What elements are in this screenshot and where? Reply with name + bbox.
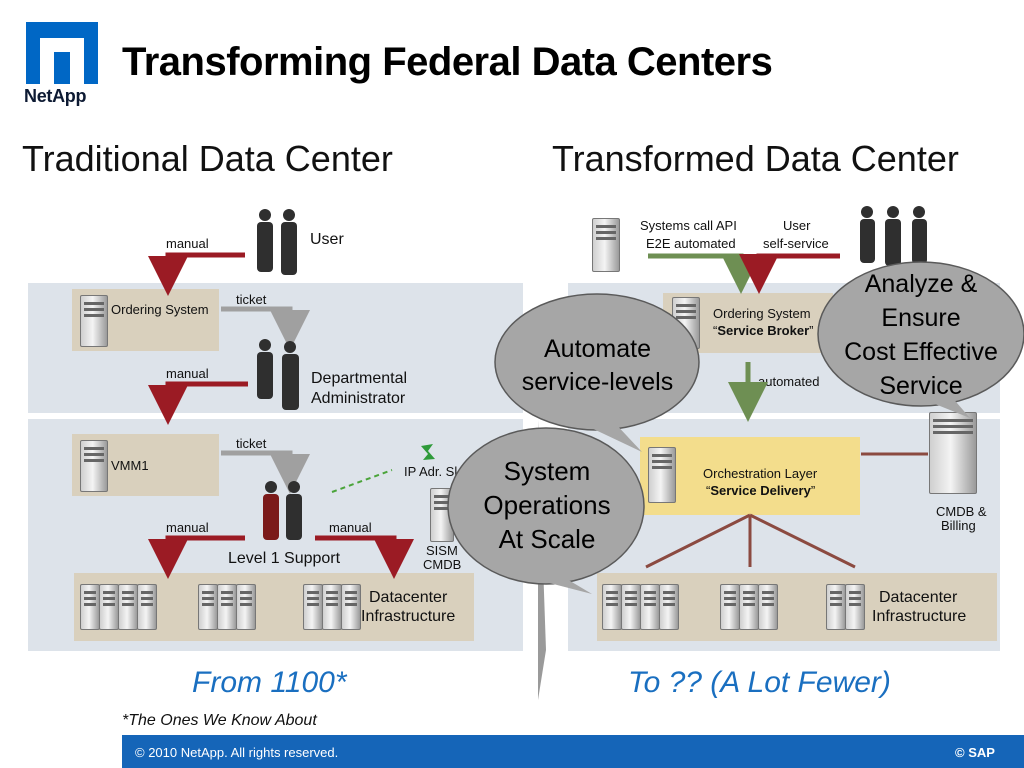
ticket-arrow — [221, 306, 310, 350]
manual-arrow — [148, 252, 245, 296]
support-people-icon — [263, 481, 302, 540]
analyze-bubble-text: Analyze & Ensure Cost Effective Service — [844, 270, 998, 400]
server-icon — [137, 584, 157, 630]
ticket-label: ticket — [236, 292, 267, 307]
datacenter-label-1: Datacenter — [879, 589, 958, 606]
dept-admin-label-2: Administrator — [311, 390, 406, 407]
copyright-text: © 2010 NetApp. All rights reserved. — [135, 745, 339, 760]
server-icon — [80, 295, 108, 347]
page-title: Transforming Federal Data Centers — [122, 40, 773, 84]
manual-label: manual — [166, 236, 209, 251]
right-heading: Transformed Data Center — [552, 138, 959, 179]
service-delivery-label: “Service Delivery” — [706, 483, 816, 498]
excel-icon — [421, 444, 435, 460]
manual-label: manual — [329, 520, 372, 535]
ordering-system-label: Ordering System — [111, 302, 209, 317]
system-operations-bubble — [447, 427, 645, 594]
diagram-overlay — [148, 206, 1024, 700]
analyze-bubble — [817, 261, 1024, 418]
vmm-label: VMM1 — [111, 458, 149, 473]
datacenter-label-2: Infrastructure — [872, 608, 967, 625]
server-icon — [845, 584, 865, 630]
api-server-icon — [592, 218, 620, 272]
ticket-arrow — [221, 450, 310, 494]
user-label: User — [310, 231, 344, 248]
datacenter-label-1: Datacenter — [369, 589, 448, 606]
automate-bubble-text: Automate service-levels — [521, 335, 674, 396]
footnote: *The Ones We Know About — [122, 712, 317, 729]
admin-people-icon — [257, 339, 299, 410]
cmdb-label-2: Billing — [941, 518, 976, 533]
server-icon — [80, 440, 108, 492]
cmdb-label-1: CMDB & — [936, 504, 987, 519]
server-icon — [341, 584, 361, 630]
server-icon — [236, 584, 256, 630]
level1-support-label: Level 1 Support — [228, 550, 341, 567]
api-label-2: E2E automated — [646, 236, 736, 251]
footer-bar — [122, 735, 1024, 768]
self-service-arrow — [739, 253, 840, 294]
ticket-label: ticket — [236, 436, 267, 451]
ordering-system-label: Ordering System — [713, 306, 811, 321]
dept-admin-label-1: Departmental — [311, 370, 408, 387]
left-heading: Traditional Data Center — [22, 138, 393, 179]
manual-label: manual — [166, 366, 209, 381]
manual-arrow — [315, 535, 414, 579]
automate-bubble — [494, 293, 700, 452]
system-operations-bubble-text: System Operations At Scale — [483, 456, 611, 554]
sism-label-1: SISM — [426, 543, 458, 558]
manual-label: manual — [166, 520, 209, 535]
netapp-logo-mark — [26, 22, 98, 84]
server-icon — [758, 584, 778, 630]
fanout-line — [645, 513, 751, 569]
automated-label: automated — [758, 374, 820, 389]
api-arrow — [648, 253, 761, 294]
cmdb-server-icon — [929, 412, 977, 494]
dashed-link-arrow — [331, 469, 393, 493]
left-caption: From 1100* — [192, 666, 347, 699]
user-people-icon — [257, 209, 297, 275]
manual-arrow — [148, 535, 245, 579]
orchestration-layer-box — [640, 437, 860, 515]
api-label-1: Systems call API — [640, 218, 737, 233]
fanout-line — [749, 513, 856, 569]
server-icon — [659, 584, 679, 630]
user-label: User — [783, 218, 811, 233]
datacenter-label-2: Infrastructure — [361, 608, 456, 625]
logo-text: NetApp — [24, 86, 87, 106]
server-icon — [648, 447, 676, 503]
sap-copyright-text: © SAP — [955, 745, 995, 760]
manual-arrow — [148, 381, 248, 425]
self-service-label: self-service — [763, 236, 829, 251]
service-broker-label: “Service Broker” — [713, 323, 814, 338]
right-user-people-icon — [860, 206, 927, 266]
orchestration-label: Orchestration Layer — [703, 466, 818, 481]
sism-label-2: CMDB — [423, 557, 462, 572]
right-caption: To ?? (A Lot Fewer) — [628, 666, 891, 699]
ip-adr-label: IP Adr. Sl — [404, 464, 458, 479]
